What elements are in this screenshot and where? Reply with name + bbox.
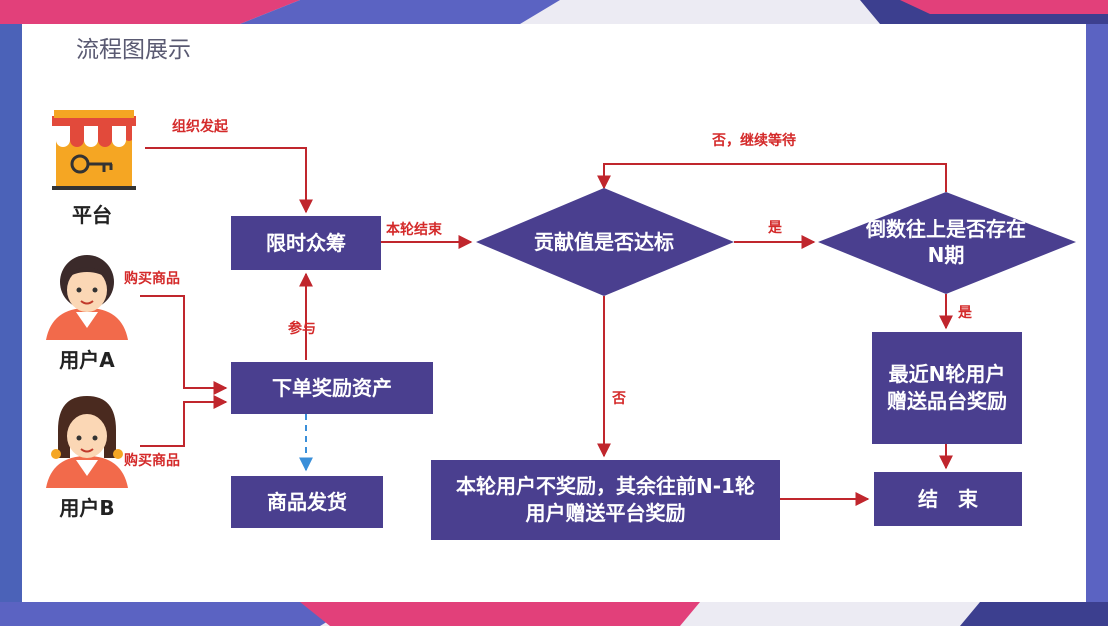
- edge-label-participate: 参与: [288, 321, 316, 337]
- edge-label-yes2: 是: [958, 305, 972, 321]
- edge-buy-a: [140, 295, 228, 395]
- node-reward-recent-n: 最近N轮用户赠送品台奖励: [872, 332, 1022, 444]
- decision-contribution-label: 贡献值是否达标: [534, 230, 674, 254]
- edge-organize: [145, 147, 313, 214]
- node-order-reward-label: 下单奖励资产: [272, 375, 392, 400]
- node-end: 结 束: [874, 472, 1022, 526]
- node-ship-label: 商品发货: [267, 489, 347, 514]
- actor-label-user-b: 用户B: [59, 496, 115, 520]
- decision-diamond-contribution: [476, 188, 734, 296]
- edge-label-buy-a: 购买商品: [124, 271, 180, 287]
- actor-label-platform: 平台: [72, 203, 112, 227]
- user-b-avatar-icon: [46, 396, 128, 488]
- node-crowdfund: 限时众筹: [231, 216, 381, 270]
- shop-icon: [52, 110, 136, 190]
- node-no-reward-label: 本轮用户不奖励，其余往前N-1轮用户赠送平台奖励: [456, 474, 755, 525]
- edge-label-no-wait: 否，继续等待: [712, 133, 796, 149]
- node-ship: 商品发货: [231, 476, 383, 528]
- edge-label-round-end: 本轮结束: [386, 222, 442, 238]
- edge-no-wait: [597, 163, 947, 192]
- node-end-label: 结 束: [918, 486, 978, 511]
- decision-n-periods-label: 倒数往上是否存在N期: [866, 217, 1026, 267]
- edge-label-yes1: 是: [768, 220, 782, 236]
- user-a-avatar-icon: [46, 255, 128, 340]
- edge-buy-b: [140, 395, 228, 447]
- actor-label-user-a: 用户A: [59, 348, 115, 372]
- node-reward-recent-n-label: 最近N轮用户赠送品台奖励: [887, 362, 1007, 413]
- edge-label-no: 否: [612, 391, 626, 407]
- decision-diamond-n-periods: [818, 192, 1076, 294]
- edge-label-organize: 组织发起: [172, 119, 228, 135]
- node-order-reward: 下单奖励资产: [231, 362, 433, 414]
- edge-label-buy-b: 购买商品: [124, 453, 180, 469]
- page-title: 流程图展示: [76, 37, 191, 63]
- node-no-reward: 本轮用户不奖励，其余往前N-1轮用户赠送平台奖励: [431, 460, 780, 540]
- node-crowdfund-label: 限时众筹: [266, 230, 346, 255]
